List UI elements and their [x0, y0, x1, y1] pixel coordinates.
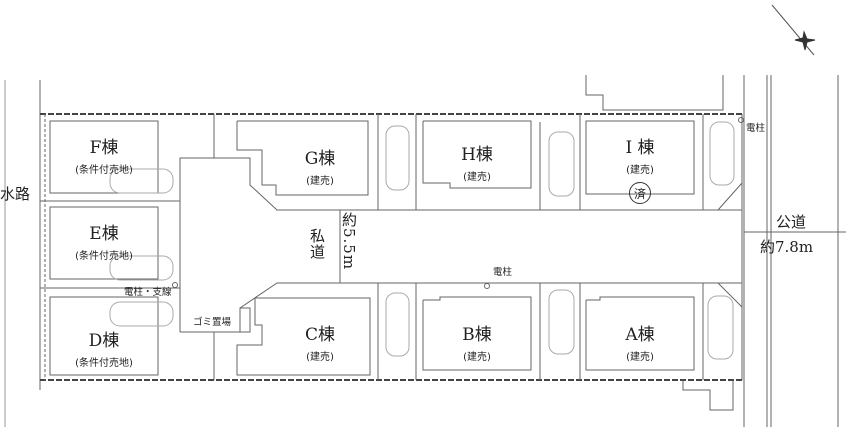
lot-g[interactable]: G棟 (建売)	[270, 144, 370, 187]
lot-type: (建売)	[626, 165, 654, 176]
lot-name: H棟	[461, 145, 493, 165]
lot-name: B棟	[462, 325, 492, 345]
lot-h[interactable]: H棟 (建売)	[423, 140, 531, 183]
public-road-label: 公道	[776, 213, 807, 231]
lot-type: (条件付売地)	[75, 251, 133, 262]
lot-b[interactable]: B棟 (建売)	[423, 320, 531, 363]
utility-pole-label: 電柱	[746, 123, 766, 134]
waterway-label: 水路	[0, 185, 31, 203]
sold-badge: 済	[629, 182, 651, 204]
lot-e[interactable]: E棟 (条件付売地)	[50, 219, 158, 262]
lot-f[interactable]: F棟 (条件付売地)	[50, 133, 158, 176]
lot-name: D棟	[88, 331, 120, 351]
lot-name: I 棟	[625, 138, 655, 158]
public-road-width: 約7.8m	[760, 238, 814, 256]
lot-a[interactable]: A棟 (建売)	[586, 320, 694, 363]
lot-type: (建売)	[306, 176, 334, 187]
car-icons	[109, 121, 735, 360]
utility-pole-label: 電柱	[493, 267, 513, 278]
lot-name: F棟	[89, 138, 119, 158]
lot-type: (条件付売地)	[75, 165, 133, 176]
lot-d[interactable]: D棟 (条件付売地)	[50, 326, 158, 369]
lot-type: (建売)	[463, 352, 491, 363]
lot-name: A棟	[625, 325, 655, 345]
lot-name: E棟	[89, 224, 119, 244]
lot-type: (建売)	[306, 352, 334, 363]
private-road-label: 私道	[308, 228, 326, 260]
lot-type: (条件付売地)	[75, 358, 133, 369]
lot-i[interactable]: I 棟 (建売) 済	[586, 133, 694, 204]
lot-type: (建売)	[463, 172, 491, 183]
lot-type: (建売)	[626, 352, 654, 363]
lot-name: G棟	[304, 149, 336, 169]
north-compass-icon	[771, 4, 816, 56]
garbage-area-label: ゴミ置場	[193, 317, 232, 328]
lot-name: C棟	[304, 325, 335, 345]
utility-pole-guy-label: 電柱・支線	[124, 287, 172, 298]
lot-c[interactable]: C棟 (建売)	[270, 320, 370, 363]
private-road-width: 約5.5m	[340, 212, 358, 271]
